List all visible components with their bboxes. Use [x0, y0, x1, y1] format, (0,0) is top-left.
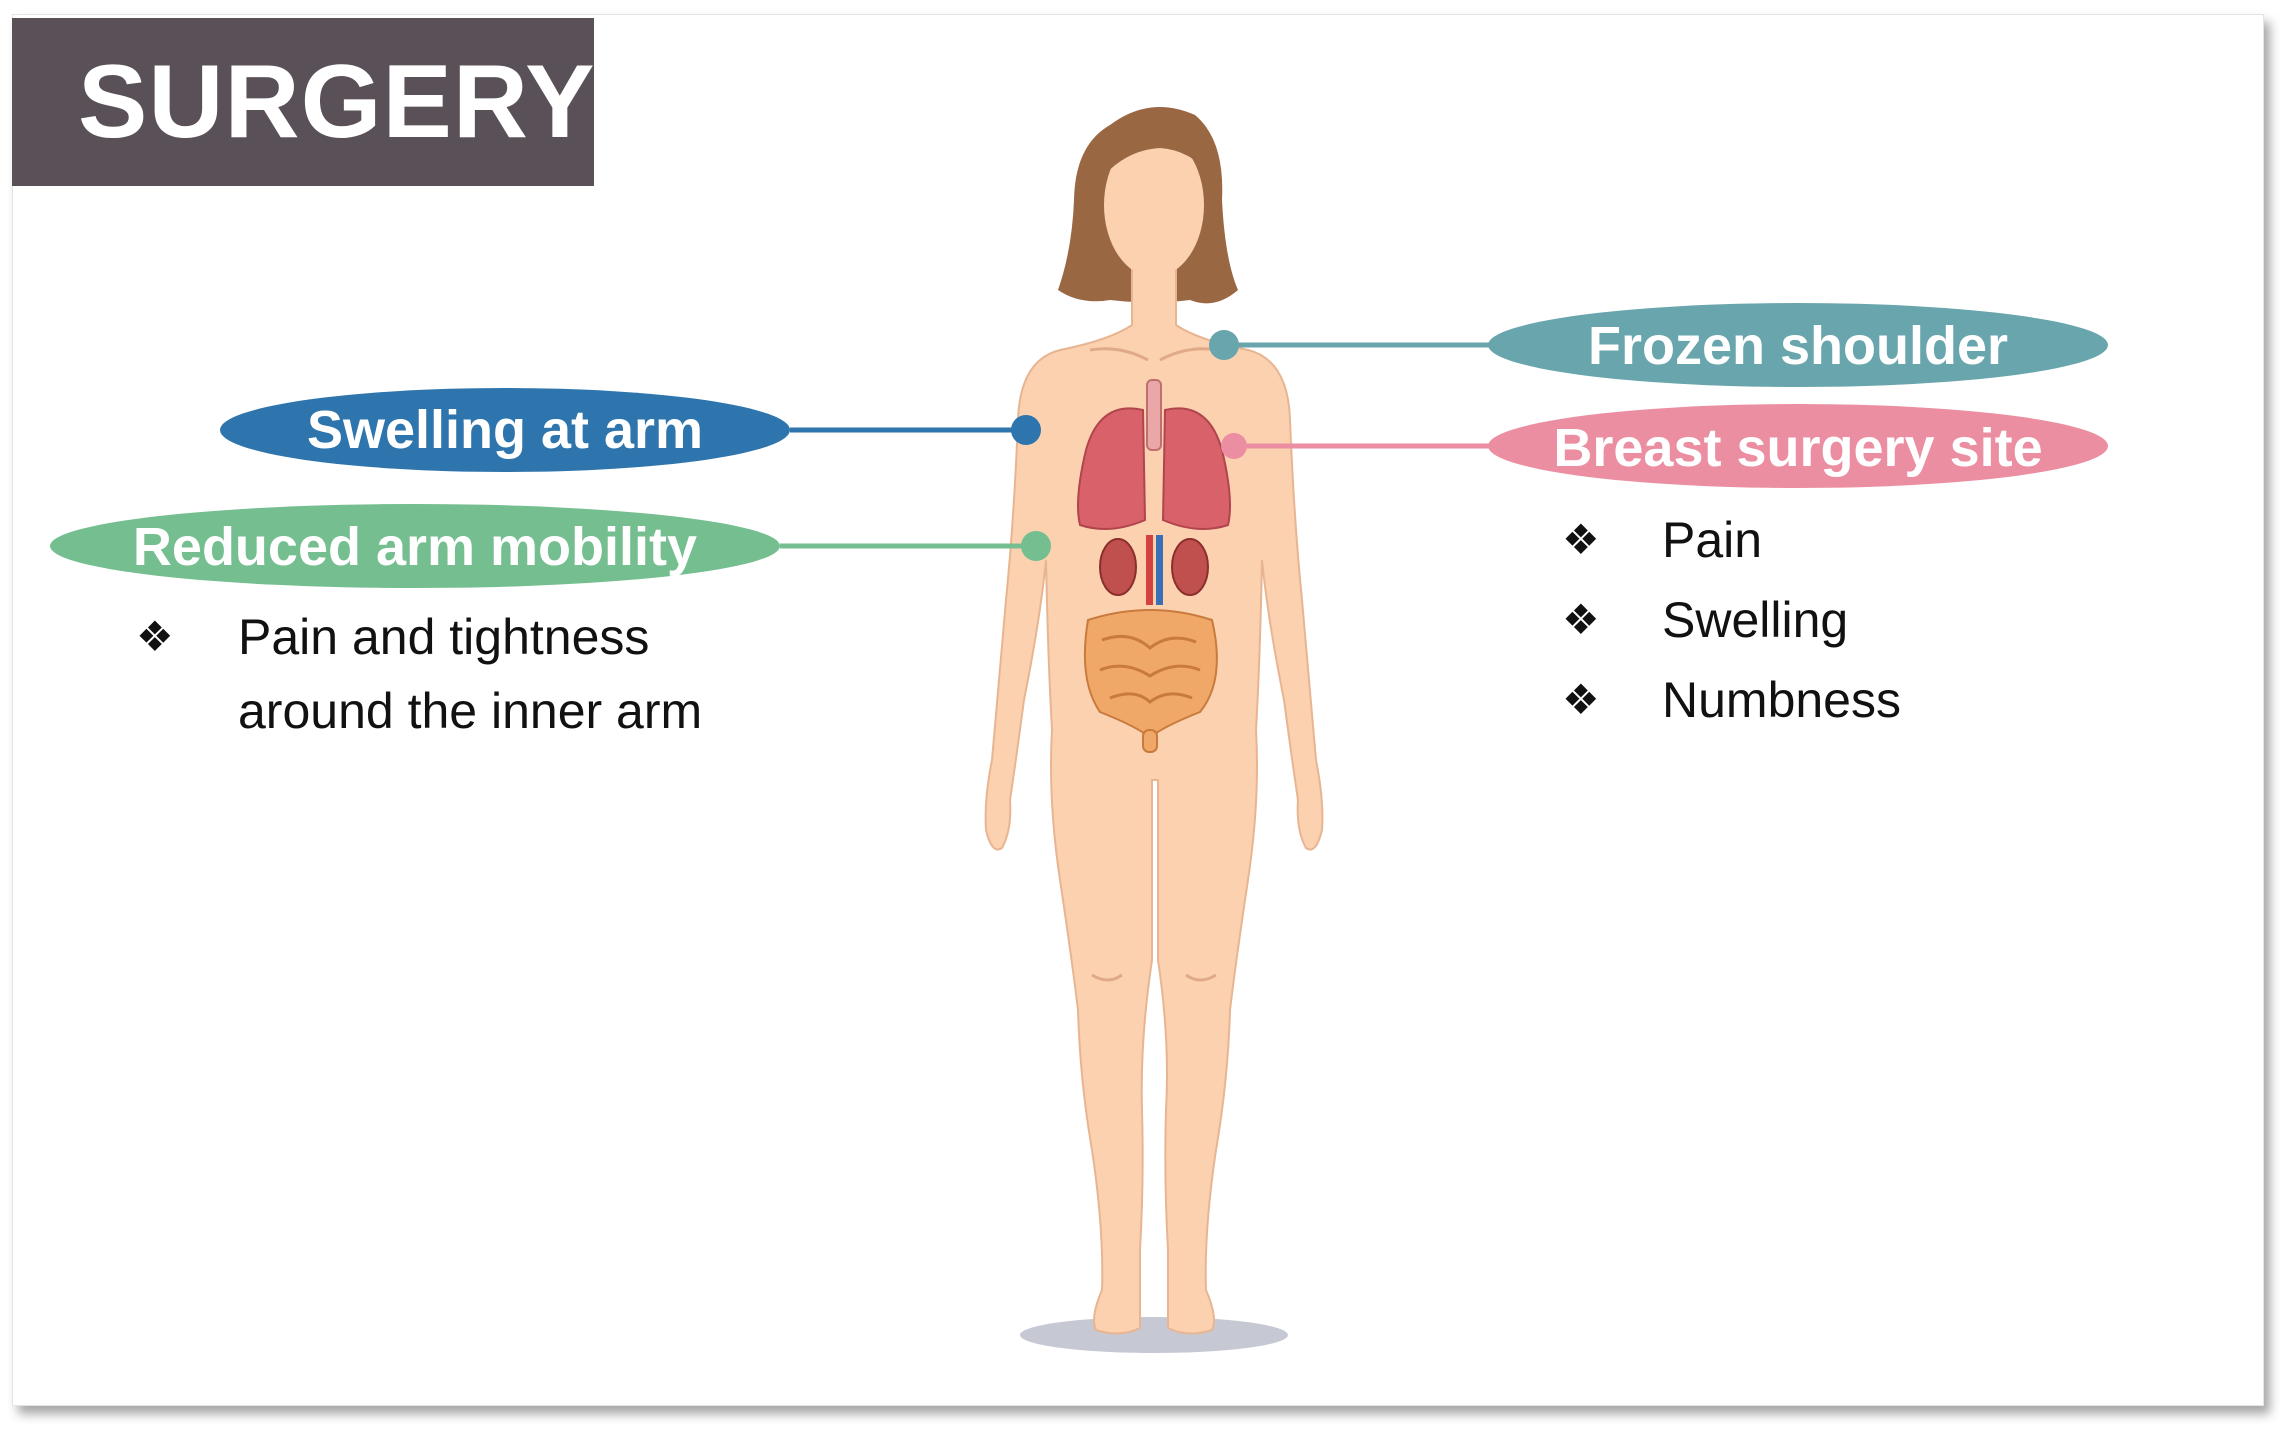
- breast-marker-dot: [1221, 433, 1247, 459]
- mobility-marker-dot: [1021, 531, 1051, 561]
- list-item: ❖ Numbness: [1562, 660, 2062, 740]
- breast-surgery-site-text: Breast surgery site: [1553, 418, 2042, 478]
- swelling-at-arm-label: Swelling at arm: [220, 388, 790, 472]
- breast-symptom-list: ❖ Pain ❖ Swelling ❖ Numbness: [1562, 500, 2062, 740]
- lungs-icon: [1077, 379, 1231, 530]
- list-item: ❖ Swelling: [1562, 580, 2062, 660]
- page-title: SURGERY: [78, 43, 596, 160]
- list-item-line-1: Pain and tightness: [238, 609, 650, 665]
- list-item-text: Pain: [1662, 512, 1763, 568]
- list-item: ❖ Pain and tightness around the inner ar…: [136, 600, 776, 748]
- frozen-shoulder-label: Frozen shoulder: [1488, 303, 2108, 387]
- frozen-marker-dot: [1209, 330, 1239, 360]
- list-item: ❖ Pain: [1562, 500, 2062, 580]
- list-item-text: Numbness: [1662, 672, 1901, 728]
- breast-surgery-site-label: Breast surgery site: [1488, 404, 2108, 488]
- diamond-bullet-icon: ❖: [1562, 596, 1600, 643]
- kidneys-icon: [1099, 535, 1209, 605]
- intestines-icon: [1083, 609, 1218, 753]
- arm-symptom-list: ❖ Pain and tightness around the inner ar…: [136, 600, 776, 748]
- list-item-line-2: around the inner arm: [238, 683, 703, 739]
- reduced-arm-mobility-text: Reduced arm mobility: [133, 517, 697, 577]
- diamond-bullet-icon: ❖: [1562, 516, 1600, 563]
- frozen-shoulder-text: Frozen shoulder: [1588, 316, 2008, 376]
- swelling-at-arm-text: Swelling at arm: [307, 400, 703, 460]
- floor-shadow: [1020, 1317, 1288, 1353]
- title-banner: SURGERY: [12, 18, 594, 186]
- reduced-arm-mobility-label: Reduced arm mobility: [50, 504, 780, 588]
- diamond-bullet-icon: ❖: [1562, 676, 1600, 723]
- female-body-figure: [984, 107, 1324, 1335]
- swelling-marker-dot: [1011, 415, 1041, 445]
- diamond-bullet-icon: ❖: [136, 613, 174, 660]
- list-item-text: Swelling: [1662, 592, 1849, 648]
